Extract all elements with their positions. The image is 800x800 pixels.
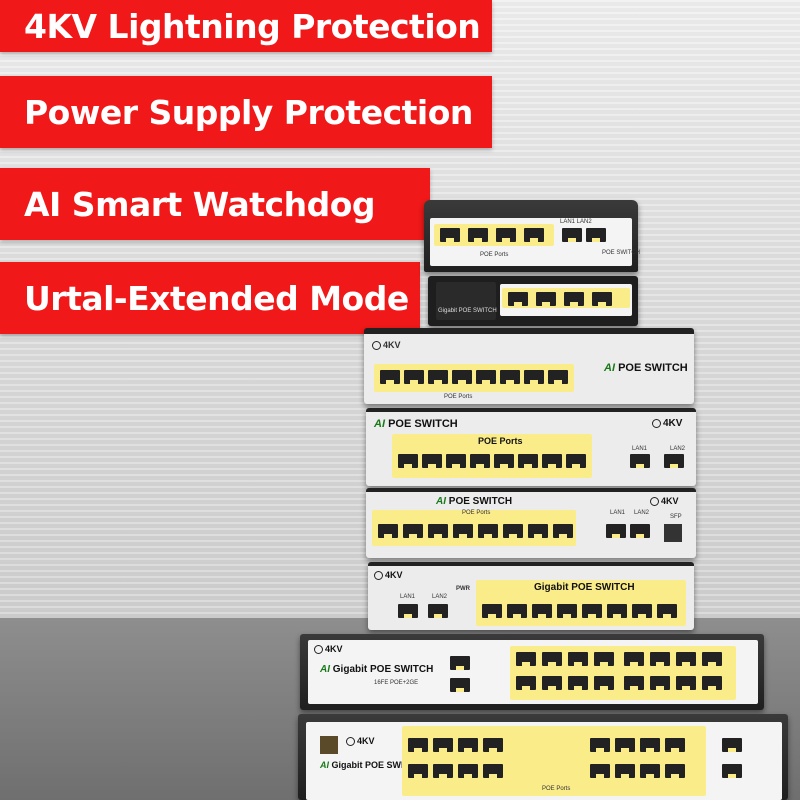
switch-device-3: 4KV POE Ports AI POE SWITCH (364, 328, 694, 404)
lightning-icon (372, 341, 381, 351)
switch-device-2: Gigabit POE SWITCH (428, 276, 638, 326)
pwr-label: PWR (456, 586, 470, 592)
kv-label: 4KV (372, 340, 401, 351)
lan-label: LAN1 LAN2 (560, 219, 592, 225)
lan2-label: LAN2 (670, 446, 686, 452)
banner-extended-mode: Urtal-Extended Mode (0, 262, 420, 334)
lightning-icon (314, 645, 323, 655)
ports-label: POE Ports (444, 394, 473, 400)
model-label: 16FE POE+2GE (374, 680, 419, 686)
switch-label: AI POE SWITCH (374, 418, 458, 430)
lan2-label: LAN2 (634, 510, 650, 516)
switch-label: AI POE SWITCH (604, 362, 688, 374)
ports-label: POE Ports (480, 252, 509, 258)
ports-label: POE Ports (542, 786, 571, 792)
switch-label: AI Gigabit POE SWITCH (320, 664, 434, 675)
kv-label: 4KV (346, 736, 375, 747)
banner-power-supply-protection: Power Supply Protection (0, 76, 492, 148)
sfp-port (320, 736, 338, 754)
lan1-label: LAN1 (400, 594, 416, 600)
switch-device-8: 4KV AI Gigabit POE SWITCH POE Ports (298, 714, 788, 800)
switch-label: Gigabit POE SWITCH (534, 582, 635, 593)
lightning-icon (374, 571, 383, 581)
switch-label: AI POE SWITCH (436, 496, 513, 507)
switch-label: AI Gigabit POE SWITCH (320, 760, 423, 770)
lan2-label: LAN2 (432, 594, 448, 600)
sfp-label: SFP (670, 514, 682, 520)
switch-label: POE SWITCH (602, 250, 641, 256)
lightning-icon (652, 418, 661, 428)
switch-label: Gigabit POE SWITCH (438, 308, 497, 314)
kv-label: 4KV (650, 496, 679, 507)
switch-device-4: AI POE SWITCH 4KV POE Ports LAN1 LAN2 (366, 408, 696, 486)
switch-device-6: 4KV PWR LAN1 LAN2 Gigabit POE SWITCH (368, 562, 694, 630)
lan1-label: LAN1 (632, 446, 648, 452)
lightning-icon (650, 497, 659, 507)
switch-device-5: AI POE SWITCH 4KV POE Ports LAN1 LAN2 SF… (366, 488, 696, 558)
ports-label: POE Ports (478, 436, 523, 446)
ports-label: POE Ports (462, 510, 491, 516)
lightning-icon (346, 737, 355, 747)
switch-device-7: 4KV AI Gigabit POE SWITCH 16FE POE+2GE (300, 634, 764, 710)
switch-device-1: POE Ports LAN1 LAN2 POE SWITCH (424, 200, 641, 272)
lan1-label: LAN1 (610, 510, 626, 516)
kv-label: 4KV (652, 418, 682, 429)
kv-label: 4KV (374, 570, 403, 581)
banner-ai-watchdog: AI Smart Watchdog (0, 168, 430, 240)
banner-lightning-protection: 4KV Lightning Protection (0, 0, 492, 52)
kv-label: 4KV (314, 644, 343, 655)
